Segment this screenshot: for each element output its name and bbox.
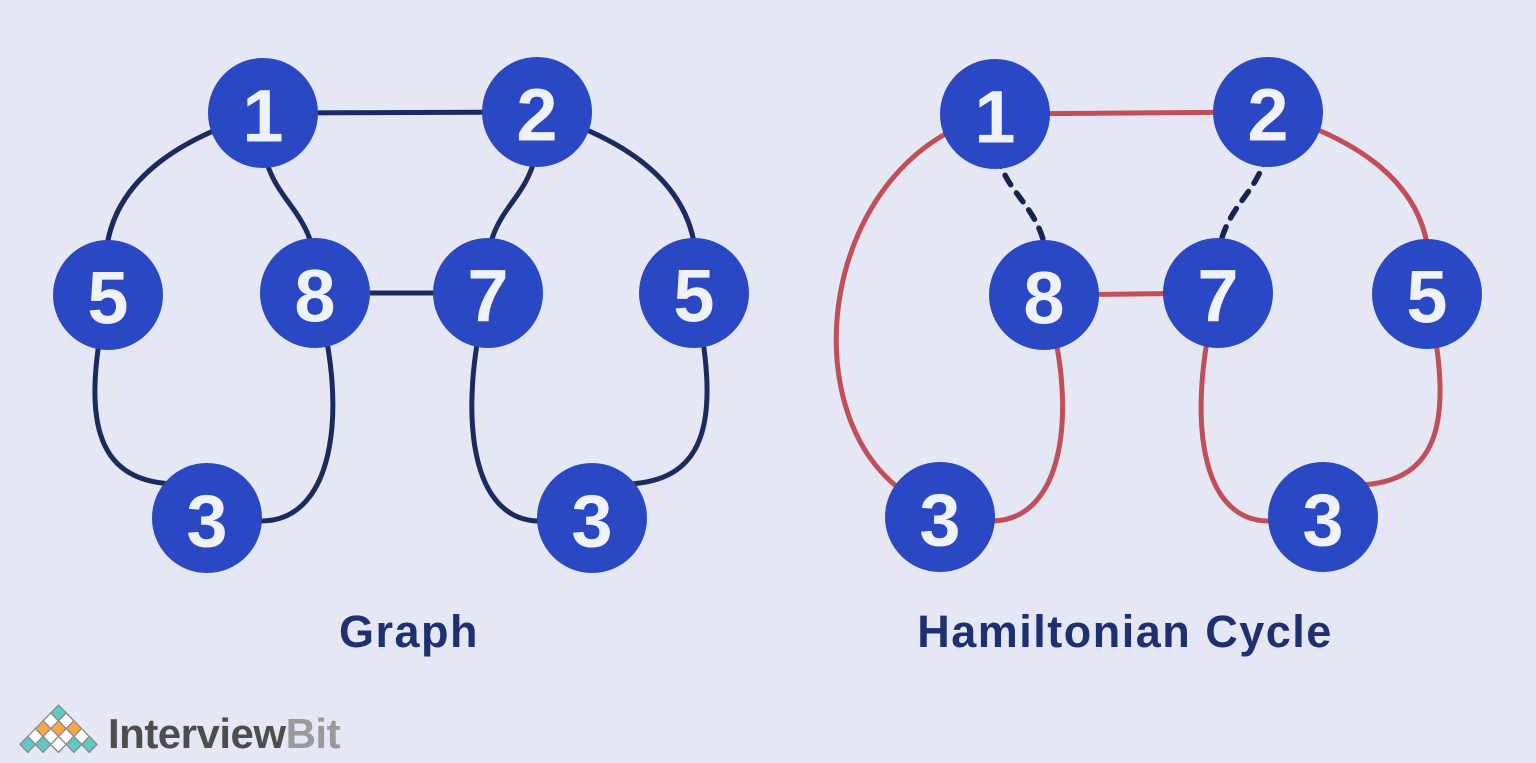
node-label: 2 bbox=[1247, 74, 1288, 157]
node-7: 7 bbox=[433, 238, 543, 348]
node-label: 3 bbox=[1302, 479, 1343, 562]
node-5-left: 5 bbox=[53, 240, 163, 350]
node-3-left: 3 bbox=[152, 463, 262, 573]
node-circle bbox=[208, 58, 318, 168]
node-2: 2 bbox=[1213, 57, 1323, 167]
node-5-right: 5 bbox=[639, 238, 749, 348]
node-label: 2 bbox=[516, 74, 557, 157]
node-8: 8 bbox=[260, 238, 370, 348]
node-label: 3 bbox=[919, 479, 960, 562]
edge-1-3left-cycle bbox=[833, 111, 998, 499]
node-circle bbox=[1268, 462, 1378, 572]
node-label: 5 bbox=[87, 257, 128, 340]
right-graph-nodes: 1 2 8 7 5 bbox=[885, 57, 1482, 572]
left-graph-title: Graph bbox=[338, 606, 480, 657]
node-circle bbox=[639, 238, 749, 348]
node-label: 5 bbox=[1406, 256, 1447, 339]
node-circle bbox=[152, 463, 262, 573]
logo-diamond bbox=[50, 735, 67, 754]
node-label: 7 bbox=[467, 255, 508, 338]
node-circle bbox=[482, 57, 592, 167]
node-circle bbox=[885, 462, 995, 572]
logo-diamond bbox=[19, 735, 37, 754]
node-circle bbox=[940, 59, 1050, 169]
node-3-right: 3 bbox=[537, 463, 647, 573]
node-label: 3 bbox=[186, 480, 227, 563]
node-label: 5 bbox=[673, 255, 714, 338]
node-8: 8 bbox=[989, 240, 1099, 350]
right-graph-title: Hamiltonian Cycle bbox=[917, 606, 1333, 657]
node-label: 1 bbox=[974, 76, 1015, 159]
node-label: 7 bbox=[1197, 255, 1238, 338]
node-circle bbox=[433, 238, 543, 348]
node-label: 8 bbox=[294, 255, 335, 338]
node-3-left: 3 bbox=[885, 462, 995, 572]
logo-text-interview: Interview bbox=[108, 710, 286, 757]
logo-diamond bbox=[34, 735, 52, 754]
node-label: 1 bbox=[242, 75, 283, 158]
logo-wordmark: InterviewBit bbox=[108, 710, 341, 757]
right-graph: 1 2 8 7 5 bbox=[833, 57, 1482, 572]
node-7: 7 bbox=[1163, 238, 1273, 348]
node-3-right: 3 bbox=[1268, 462, 1378, 572]
interviewbit-logo: InterviewBit bbox=[19, 704, 341, 757]
node-circle bbox=[1213, 57, 1323, 167]
node-1: 1 bbox=[208, 58, 318, 168]
node-circle bbox=[260, 238, 370, 348]
logo-triangle-icon bbox=[19, 704, 98, 754]
logo-diamond bbox=[80, 735, 98, 754]
logo-diamond bbox=[65, 735, 83, 754]
right-graph-edges bbox=[833, 109, 1443, 524]
left-graph: 1 2 5 8 7 bbox=[53, 57, 749, 573]
node-2: 2 bbox=[482, 57, 592, 167]
node-circle bbox=[1163, 238, 1273, 348]
node-label: 8 bbox=[1023, 257, 1064, 340]
node-circle bbox=[53, 240, 163, 350]
left-graph-nodes: 1 2 5 8 7 bbox=[53, 57, 749, 573]
logo-text-bit: Bit bbox=[286, 710, 341, 757]
node-circle bbox=[537, 463, 647, 573]
node-label: 3 bbox=[571, 480, 612, 563]
node-circle bbox=[989, 240, 1099, 350]
node-5: 5 bbox=[1372, 239, 1482, 349]
node-1: 1 bbox=[940, 59, 1050, 169]
left-graph-edges bbox=[92, 109, 710, 524]
node-circle bbox=[1372, 239, 1482, 349]
